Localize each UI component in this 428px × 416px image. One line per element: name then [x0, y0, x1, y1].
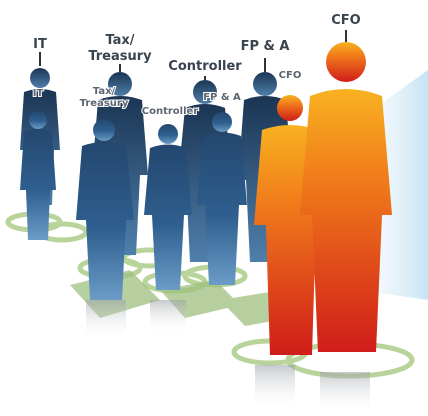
label-it-top: IT	[33, 37, 47, 52]
fpa-front-figure	[197, 112, 247, 285]
label-lines	[39, 30, 347, 80]
label-tax-mid-1: Tax/	[93, 86, 116, 97]
controller-front-figure	[144, 124, 192, 290]
label-cfo-mid: CFO	[279, 70, 302, 81]
front-row-figures	[20, 111, 247, 300]
label-fpa-mid: FP & A	[203, 92, 241, 103]
label-cfo-top: CFO	[331, 13, 360, 28]
label-controller-top: Controller	[168, 59, 242, 74]
tax-treasury-front-figure	[76, 119, 134, 300]
label-controller-mid: Controller	[142, 106, 199, 117]
cfo-figures	[254, 42, 392, 355]
label-tax-top-2: Treasury	[88, 49, 152, 64]
floor-reflections	[86, 300, 370, 414]
label-it-mid: IT	[33, 88, 44, 99]
cfo-back-figure	[300, 42, 392, 352]
role-labels: CFO FP & A CFO Controller Tax/ Treasury …	[32, 12, 362, 118]
label-tax-top-1: Tax/	[105, 33, 134, 48]
label-tax-mid-2: Treasury	[80, 98, 129, 109]
it-front-figure	[20, 111, 56, 240]
label-fpa-top: FP & A	[241, 39, 290, 54]
